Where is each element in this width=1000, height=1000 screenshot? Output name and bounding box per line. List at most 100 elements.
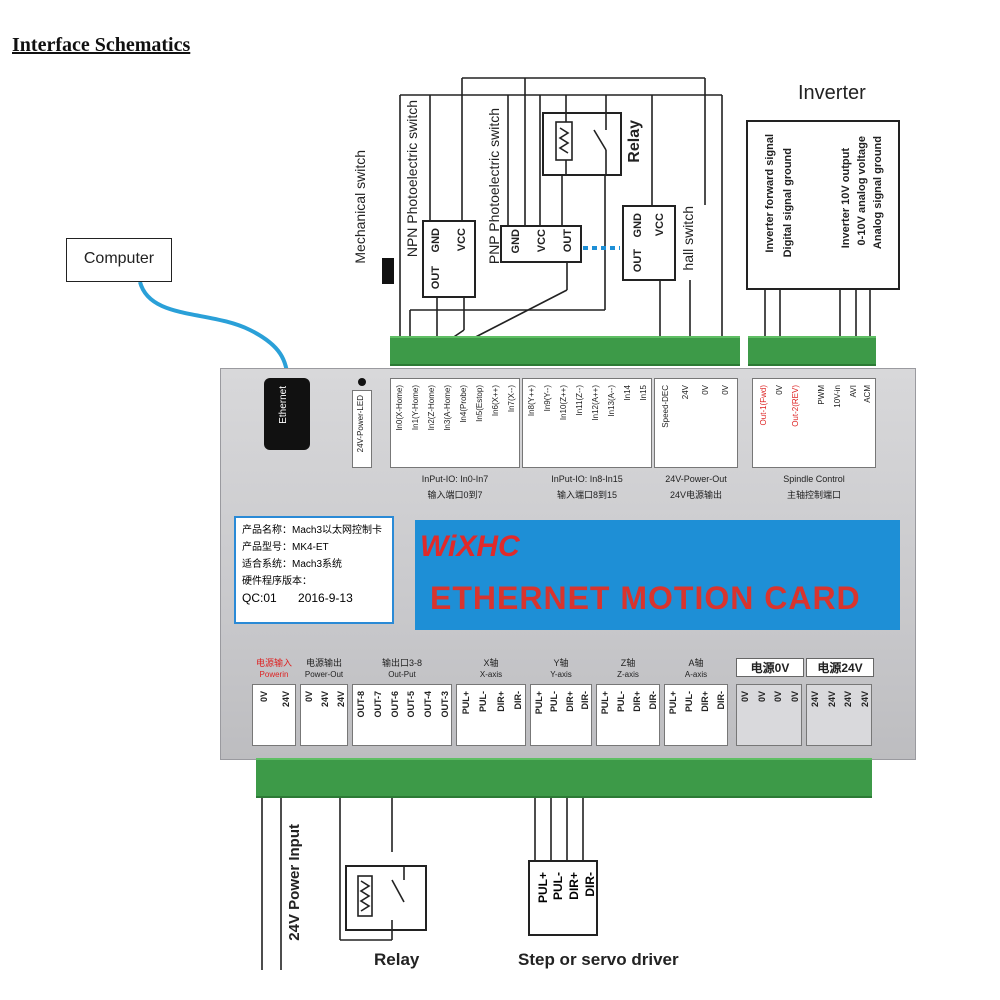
bottom-pin-label: 24V [843,691,853,708]
inverter-signal-2: Digital signal ground [782,148,794,258]
bottom-pin-label: OUT-8 [356,691,366,718]
spindle-pin-2: Out-2(REV) [791,385,800,427]
bottom-pin-label: OUT-6 [390,691,400,718]
in-pin-8: In8(Y++) [527,385,536,417]
bottom-group-cn: X轴 [483,658,499,668]
driver-pin-0: PUL+ [536,872,550,904]
bottom-terminal-block [256,758,872,798]
bottom-pin-label: DIR- [716,691,726,710]
computer-box: Computer [66,238,172,282]
bottom-pin-label: 0V [773,691,783,703]
spindle-pin-4: 10V-in [833,385,842,408]
bottom-pin-label: DIR- [648,691,658,710]
info-line-3: 适合系统：Mach3系统 [242,559,343,570]
spindle-pin-6: ACM [863,385,872,403]
bottom-group-strip: PUL+PUL-DIR+DIR- [530,684,592,746]
driver-pin-3: DIR- [583,872,597,897]
spindle-pin-5: AVI [849,385,858,398]
inverter-signal-1: Inverter forward signal [764,134,776,253]
bottom-pin-label: PUL+ [534,691,544,715]
bottom-pin-label: DIR- [513,691,523,710]
in-pin-12: In12(A++) [591,385,600,421]
hall-sensor-box: GND OUT VCC [622,205,676,281]
bottom-pin-label: DIR+ [496,691,506,712]
pnp-sensor-box: GND VCC OUT [500,225,582,263]
bottom-pin-label: PUL- [684,691,694,712]
top-terminal-block-3 [656,336,740,366]
bottom-group-en: Power-Out [304,670,344,679]
pnp-vcc: VCC [536,229,548,253]
in-pin-13: In13(A--) [607,385,616,417]
hall-gnd: GND [632,213,644,238]
bottom-group-en: X-axis [479,670,503,679]
bottom-group-en: Z-axis [617,670,639,679]
brand-logo: WiXHC [420,530,520,563]
bottom-pin-label: DIR+ [632,691,642,712]
bottom-group-en: Powerin [259,670,289,679]
bottom-wiring [261,790,584,970]
bottom-group-en: Out-Put [388,670,416,679]
driver-box: PUL+ PUL- DIR+ DIR- [528,860,598,936]
in-pin-6: In6(X++) [491,385,500,417]
pwr-out-pin-0: Speed-DEC [661,385,670,428]
product-banner [415,520,900,630]
bottom-group-en: Y-axis [550,670,572,679]
bottom-group-en: A-axis [684,670,708,679]
in-pin-1: In1(Y-Home) [411,385,420,431]
product-title: ETHERNET MOTION CARD [430,580,861,616]
npn-label: NPN Photoelectric switch [404,100,420,258]
in-pin-10: In10(Z++) [559,385,568,421]
bottom-group-strip: 0V 24V [252,684,296,746]
spindle-strip: Out-1(Fwd) 0V Out-2(REV) PWM 10V-in AVI … [752,378,876,468]
inverter-box: Inverter forward signal Digital signal g… [746,120,900,290]
bottom-pin-label: 24V [827,691,837,708]
in-pin-3: In3(A-Home) [443,385,452,431]
in-pin-11: In11(Z--) [575,385,584,416]
bottom-pin-label: OUT-7 [373,691,383,718]
info-line-2: 产品型号：MK4-ET [242,542,329,553]
bottom-group-cn: 电源输入 [255,658,292,668]
bottom-pin-label: DIR+ [565,691,575,712]
bottom-group-cn: 电源输出 [305,658,342,668]
bottom-group-cn: 电源24V [806,658,874,677]
bottom-group-cn: 输出口3-8 [381,658,422,668]
bottom-group-cn: Y轴 [553,658,569,668]
bottom-pin-label: 24V [860,691,870,708]
in-pin-15: In15 [639,385,648,401]
info-date: 2016-9-13 [298,591,353,605]
relay-bottom-symbol [345,865,427,931]
inverter-signal-5: Analog signal ground [872,136,884,250]
power-out-strip: Speed-DEC 24V 0V 0V [654,378,738,468]
spindle-cn: 主轴控制端口 [786,490,841,500]
page-title: Interface Schematics [12,34,191,56]
bottom-pin-label: 24V [281,691,291,708]
bottom-pin-label: 0V [790,691,800,703]
npn-out: OUT [430,266,442,290]
driver-pin-1: PUL- [551,872,565,900]
driver-pin-2: DIR+ [567,872,581,900]
bottom-pin-label: 0V [259,691,269,703]
in-pin-7: In7(X--) [507,385,516,413]
power-out-cn: 24V电源输出 [669,490,722,500]
input-group-1-label: InPut-IO: In0-In7 [421,474,489,484]
ethernet-label: Ethernet [278,386,289,424]
in-pin-9: In9(Y--) [543,385,552,412]
bottom-pin-label: OUT-4 [423,691,433,718]
bottom-pin-label: 24V [810,691,820,708]
in-pin-4: In4(Probe) [459,385,468,423]
hall-label: hall switch [680,206,696,271]
ethernet-cable [138,281,290,386]
top-terminal-block-1 [390,336,524,366]
bottom-pin-label: DIR+ [700,691,710,712]
input-group-2-strip: In8(Y++) In9(Y--) In10(Z++) In11(Z--) In… [522,378,652,468]
power-out-label: 24V-Power-Out [665,474,727,484]
bottom-pin-label: 24V [336,691,346,708]
driver-label: Step or servo driver [518,950,679,969]
top-terminal-block-2 [524,336,656,366]
pnp-gnd: GND [510,229,522,254]
pwr-out-pin-1: 24V [681,385,690,400]
power-led-label: 24V-Power-LED [356,395,365,453]
